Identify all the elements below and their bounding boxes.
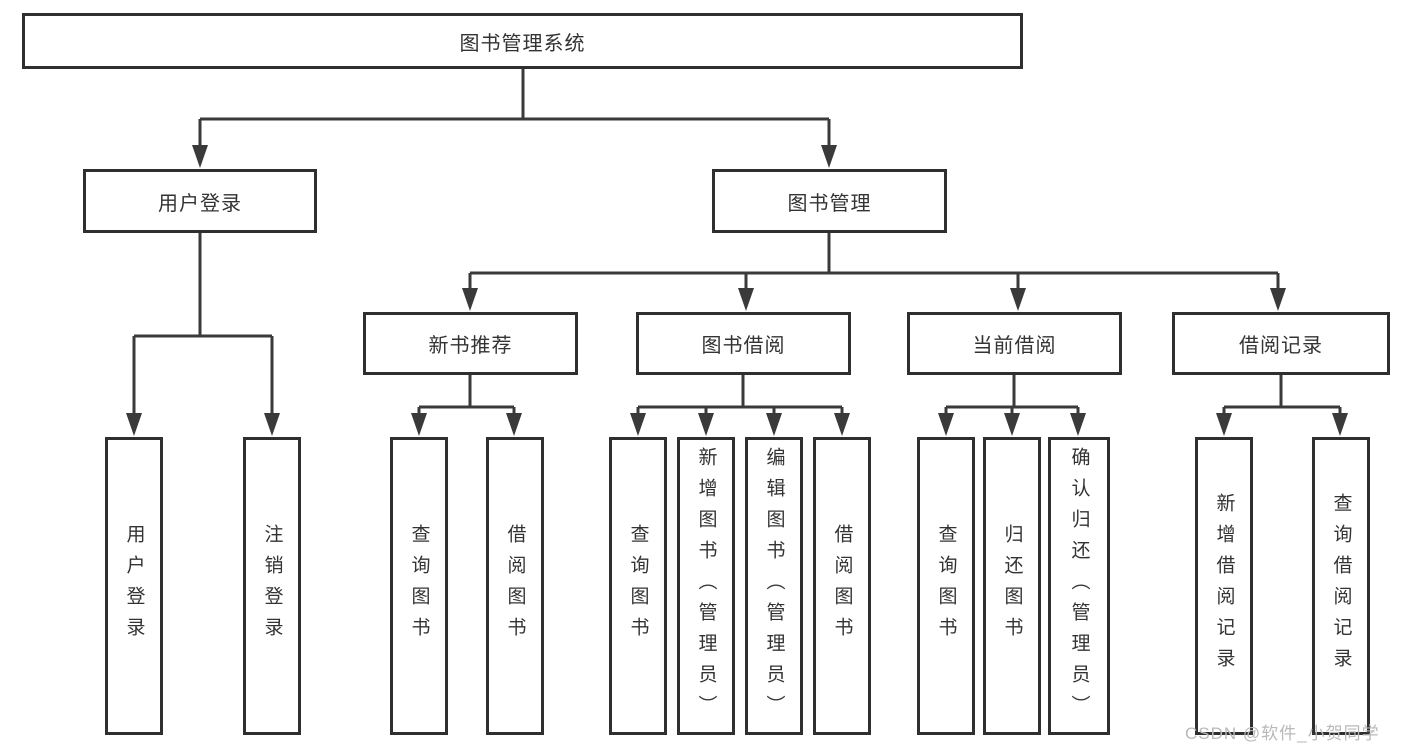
node-new-book-recommend: 新书推荐 [363,312,578,375]
leaf-label: 新增图书（管理员） [695,446,717,726]
leaf-label: 查询图书 [935,524,957,648]
node-label: 新书推荐 [428,335,513,357]
leaf-query-borrow-record: 查询借阅记录 [1312,437,1370,735]
node-label: 当前借阅 [972,335,1057,357]
leaf-label: 编辑图书（管理员） [763,446,785,726]
leaf-label: 查询图书 [627,524,649,648]
leaf-query-books-current: 查询图书 [917,437,975,735]
leaf-label: 确认归还（管理员） [1068,446,1090,726]
node-current-borrowing: 当前借阅 [907,312,1122,375]
node-label: 图书借阅 [701,335,786,357]
leaf-edit-books-admin: 编辑图书（管理员） [745,437,803,735]
leaf-label: 查询图书 [408,524,430,648]
node-user-login: 用户登录 [83,169,317,233]
leaf-label: 归还图书 [1001,524,1023,648]
node-root: 图书管理系统 [22,13,1023,69]
leaf-borrow-books-recommend: 借阅图书 [486,437,544,735]
leaf-return-books: 归还图书 [983,437,1041,735]
node-borrowing-records: 借阅记录 [1172,312,1390,375]
leaf-label: 借阅图书 [831,524,853,648]
leaf-logout: 注销登录 [243,437,301,735]
leaf-label: 用户登录 [123,524,145,648]
node-label: 用户登录 [158,192,242,215]
leaf-label: 注销登录 [261,524,283,648]
leaf-add-borrow-record: 新增借阅记录 [1195,437,1253,735]
node-book-borrowing: 图书借阅 [636,312,851,375]
node-label: 图书管理 [787,192,872,215]
node-label: 借阅记录 [1239,335,1323,357]
leaf-label: 新增借阅记录 [1213,493,1235,679]
leaf-query-books-borrowing: 查询图书 [609,437,667,735]
leaf-label: 借阅图书 [504,524,526,648]
node-root-label: 图书管理系统 [459,32,586,55]
csdn-watermark: CSDN @软件_小贺同学 [1185,724,1380,743]
leaf-query-books-recommend: 查询图书 [390,437,448,735]
leaf-borrow-books: 借阅图书 [813,437,871,735]
node-book-management: 图书管理 [712,169,947,233]
leaf-add-books-admin: 新增图书（管理员） [677,437,735,735]
leaf-label: 查询借阅记录 [1330,493,1352,679]
leaf-confirm-return-admin: 确认归还（管理员） [1048,437,1110,735]
leaf-user-login: 用户登录 [105,437,163,735]
arrowheads [126,145,1348,436]
